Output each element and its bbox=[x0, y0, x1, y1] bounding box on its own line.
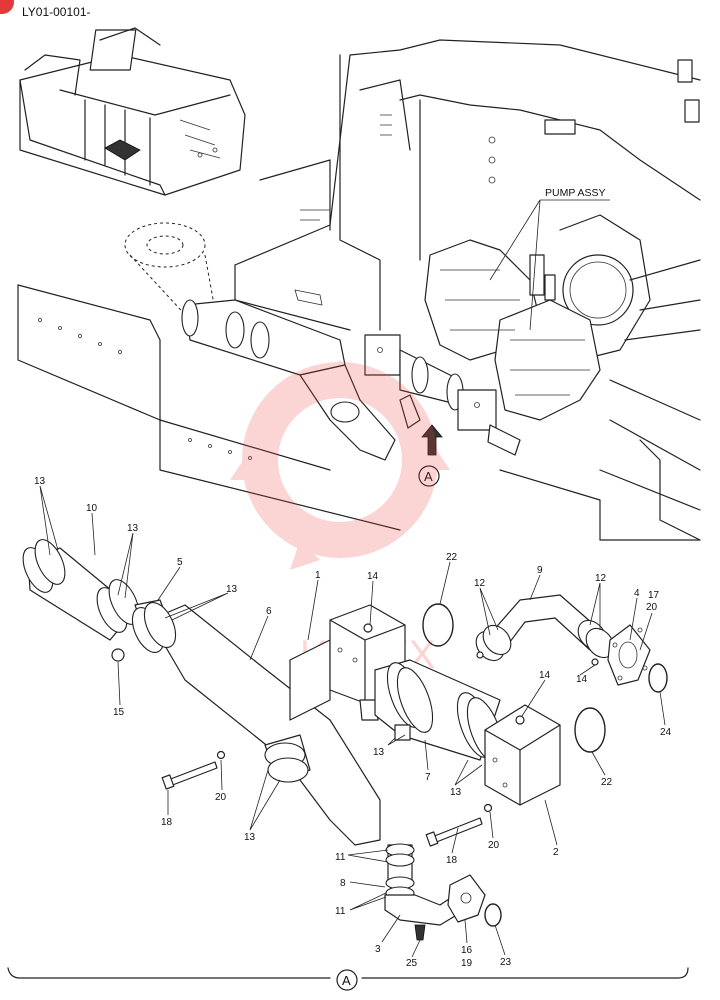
part-24-oring bbox=[648, 663, 668, 693]
callout-1: 1 bbox=[315, 570, 321, 581]
pump-assembly-upper: PUMP ASSY bbox=[424, 187, 610, 421]
view-leader-dashed bbox=[124, 222, 216, 321]
pump-assy-label: PUMP ASSY bbox=[545, 187, 606, 199]
frame-upper-view bbox=[17, 39, 701, 541]
callout-22: 22 bbox=[601, 777, 613, 788]
callout-3: 3 bbox=[375, 944, 381, 955]
callout-4: 4 bbox=[634, 588, 640, 599]
callout-13: 13 bbox=[226, 584, 238, 595]
part-22-oring-lower bbox=[574, 707, 606, 753]
callout-9: 9 bbox=[537, 565, 543, 576]
callout-23: 23 bbox=[500, 957, 512, 968]
callout-18: 18 bbox=[161, 817, 173, 828]
callout-15: 15 bbox=[113, 707, 125, 718]
callout-24: 24 bbox=[660, 727, 672, 738]
assembled-suction-pipe-upper: A bbox=[181, 299, 521, 487]
callout-20: 20 bbox=[488, 840, 500, 851]
callout-11: 11 bbox=[335, 906, 346, 917]
callout-11: 11 bbox=[335, 852, 346, 863]
part-18-bolt-right bbox=[425, 803, 493, 847]
part-10-hose bbox=[22, 539, 140, 641]
callout-numbers: 13 10 13 5 13 6 1 14 22 9 12 12 4 17 20 … bbox=[34, 476, 672, 969]
view-a-label-top: A bbox=[424, 469, 433, 484]
callout-13: 13 bbox=[244, 832, 256, 843]
view-a-bracket: A bbox=[7, 967, 689, 991]
part-2-block bbox=[484, 704, 561, 806]
callout-8: 8 bbox=[340, 878, 346, 889]
part-8-hose-and-elbow bbox=[384, 843, 486, 941]
callout-18: 18 bbox=[446, 855, 458, 866]
callout-13: 13 bbox=[373, 747, 385, 758]
document-id: LY01-00101- bbox=[22, 5, 91, 19]
callout-19: 19 bbox=[461, 958, 473, 969]
part-4-flange bbox=[607, 624, 651, 686]
part-9-hose bbox=[475, 594, 615, 666]
callout-16: 16 bbox=[461, 945, 473, 956]
callout-13: 13 bbox=[127, 523, 139, 534]
callout-leaders bbox=[39, 485, 666, 958]
callout-17: 17 bbox=[648, 590, 660, 601]
part-7-pipe bbox=[374, 659, 504, 763]
callout-13: 13 bbox=[450, 787, 462, 798]
callout-14: 14 bbox=[367, 571, 379, 582]
callout-22: 22 bbox=[446, 552, 458, 563]
callout-20: 20 bbox=[646, 602, 658, 613]
view-a-marker-top bbox=[418, 465, 440, 487]
part-6-pipe bbox=[131, 602, 381, 846]
callout-12: 12 bbox=[474, 578, 486, 589]
callout-12: 12 bbox=[595, 573, 607, 584]
callout-14: 14 bbox=[539, 670, 551, 681]
callout-25: 25 bbox=[406, 958, 418, 969]
part-22-oring-upper bbox=[422, 603, 454, 647]
callout-7: 7 bbox=[425, 772, 431, 783]
callout-13: 13 bbox=[34, 476, 46, 487]
view-a-label-bottom: A bbox=[342, 973, 351, 988]
part-18-bolt-left bbox=[161, 750, 226, 790]
callout-10: 10 bbox=[86, 503, 98, 514]
callout-20: 20 bbox=[215, 792, 227, 803]
callout-14: 14 bbox=[576, 674, 588, 685]
part-23-oring bbox=[484, 903, 502, 927]
machine-overview-thumbnail bbox=[19, 27, 246, 196]
callout-6: 6 bbox=[266, 606, 272, 617]
callout-2: 2 bbox=[553, 847, 559, 858]
callout-5: 5 bbox=[177, 557, 183, 568]
